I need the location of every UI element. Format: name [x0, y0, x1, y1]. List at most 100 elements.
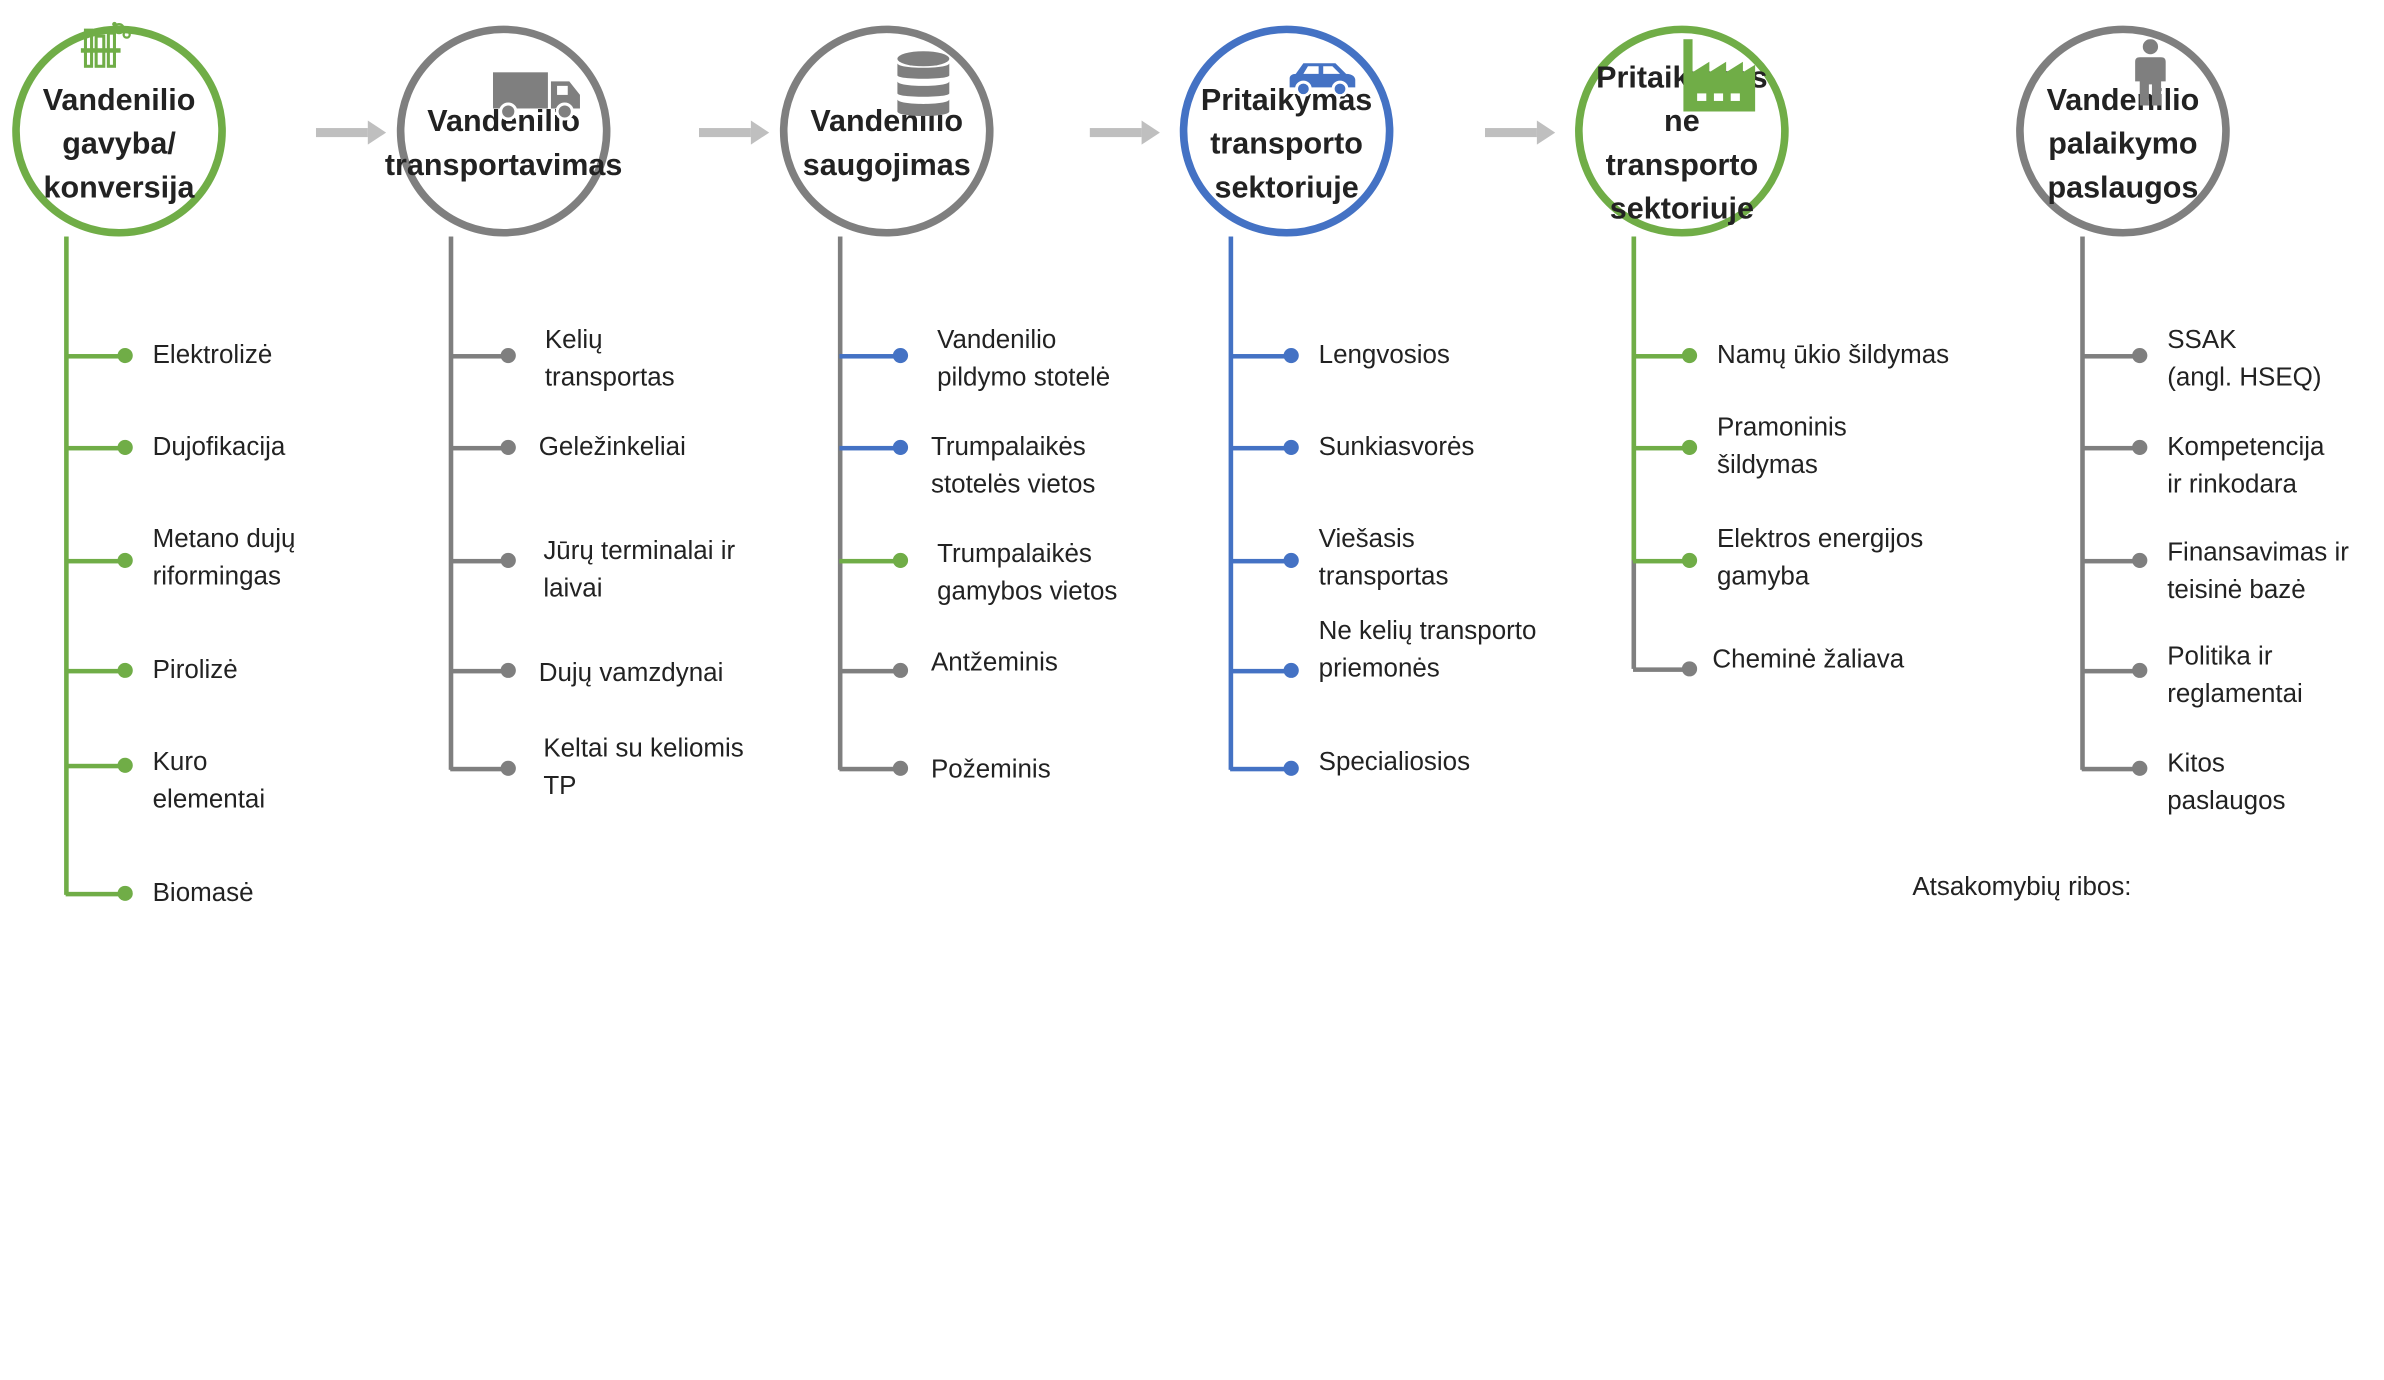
item-branch	[1633, 445, 1692, 450]
item-branch	[450, 766, 509, 771]
lab-flask-icon	[80, 21, 131, 68]
stage-title-transport-use: Pritaikymas transporto sektoriuje	[1200, 83, 1373, 205]
item-label: Jūrų terminalai ir laivai	[543, 536, 736, 603]
stage-line-transport	[447, 236, 453, 770]
item-branch	[65, 763, 124, 768]
item-label: Pramoninis šildymas	[1716, 412, 1847, 480]
item-bullet	[500, 439, 516, 455]
item-bullet	[1681, 439, 1698, 455]
item-bullet	[892, 348, 909, 364]
item-label: Ne kelių transporto priemonės	[1318, 616, 1537, 683]
item-branch	[65, 891, 124, 896]
item-label: Elektros energijos gamyba	[1716, 524, 1924, 591]
item-label: Pirolizė	[152, 655, 238, 684]
legend-title: Atsakomybių ribos:	[1912, 872, 2132, 901]
item-branch	[839, 445, 898, 450]
item-label: Kitos paslaugos	[2167, 748, 2286, 816]
item-branch	[839, 353, 898, 358]
item-branch	[839, 766, 898, 771]
item-bullet	[1681, 661, 1698, 677]
item-branch	[450, 558, 509, 563]
item-label: Kompetencija ir rinkodara	[2167, 432, 2325, 499]
flow-arrow	[698, 120, 770, 145]
item-label: Kelių transportas	[544, 325, 675, 392]
item-branch	[1230, 445, 1289, 450]
item-bullet	[117, 885, 133, 901]
flow-arrow	[1484, 120, 1556, 145]
item-label: Keltai su keliomis TP	[543, 733, 744, 800]
item-bullet	[500, 552, 516, 568]
item-label: Dujofikacija	[152, 432, 286, 461]
item-branch	[2081, 353, 2140, 358]
item-branch	[1230, 353, 1289, 358]
item-bullet	[117, 439, 133, 455]
stage-circle-transport-use: Pritaikymas transporto sektoriuje	[1179, 25, 1394, 237]
database-icon	[897, 51, 950, 117]
item-label: Trumpalaikės stotelės vietos	[930, 432, 1096, 499]
item-label: Metano dujų riformingas	[152, 524, 296, 591]
item-label: Politika ir reglamentai	[2167, 641, 2303, 709]
item-label: Specialiosios	[1318, 747, 1471, 776]
item-label: Namų ūkio šildymas	[1716, 340, 1950, 370]
item-branch	[65, 445, 124, 450]
flow-arrow	[315, 120, 387, 145]
stage-line-transport-use	[1227, 236, 1233, 770]
person-icon	[2135, 39, 2166, 106]
item-branch	[2081, 766, 2140, 771]
item-label: Antžeminis	[930, 647, 1058, 677]
item-bullet	[500, 348, 516, 364]
item-branch	[65, 558, 124, 563]
item-bullet	[892, 662, 909, 678]
item-bullet	[892, 760, 909, 776]
item-branch	[839, 668, 898, 673]
item-bullet	[117, 552, 133, 568]
item-bullet	[1283, 552, 1299, 568]
item-bullet	[1283, 439, 1299, 455]
item-bullet	[892, 552, 909, 568]
item-bullet	[1283, 760, 1299, 776]
item-bullet	[117, 348, 133, 364]
item-label: Dujų vamzdynai	[538, 658, 724, 687]
stage-line-storage	[837, 236, 842, 770]
item-branch	[2081, 558, 2140, 563]
item-bullet	[2132, 552, 2148, 568]
item-label: Lengvosios	[1318, 340, 1450, 370]
factory-icon	[1683, 39, 1756, 112]
item-branch	[839, 558, 898, 563]
stage-line-production	[63, 236, 68, 895]
stage-title-support-services: Vandenilio palaikymo paslaugos	[2046, 83, 2200, 205]
stage-line-non-transport-use-green	[1630, 236, 1636, 561]
item-bullet	[2132, 662, 2148, 678]
item-bullet	[1681, 348, 1698, 364]
item-label: Biomasė	[152, 878, 254, 907]
item-branch	[65, 668, 124, 673]
item-branch	[65, 353, 124, 358]
item-branch	[1633, 353, 1692, 358]
item-label: Kuro elementai	[152, 747, 266, 814]
item-branch	[450, 353, 509, 358]
item-label: Požeminis	[930, 754, 1051, 784]
truck-icon	[492, 72, 580, 121]
item-branch	[2081, 668, 2140, 673]
stage-circle-transport: Vandenilio transportavimas	[385, 25, 622, 237]
item-label: Viešasis transportas	[1318, 524, 1449, 591]
item-bullet	[500, 662, 516, 678]
stage-title-transport: Vandenilio transportavimas	[384, 105, 623, 183]
car-icon	[1289, 63, 1356, 97]
item-bullet	[1283, 662, 1299, 678]
item-bullet	[1283, 348, 1299, 364]
item-branch	[1633, 558, 1692, 563]
item-branch	[1230, 558, 1289, 563]
item-branch	[1230, 668, 1289, 673]
item-bullet	[892, 439, 909, 455]
item-bullet	[500, 760, 516, 776]
item-label: Cheminė žaliava	[1712, 644, 1905, 674]
item-label: SSAK (angl. HSEQ)	[2167, 325, 2322, 392]
stage-line-support-services	[2079, 236, 2085, 770]
item-branch	[1230, 766, 1289, 771]
stage-title-production: Vandenilio gavyba/ konversija	[42, 83, 196, 205]
item-branch	[1633, 666, 1692, 672]
item-label: Elektrolizė	[152, 340, 273, 370]
item-label: Finansavimas ir teisinė bazė	[2167, 537, 2349, 605]
